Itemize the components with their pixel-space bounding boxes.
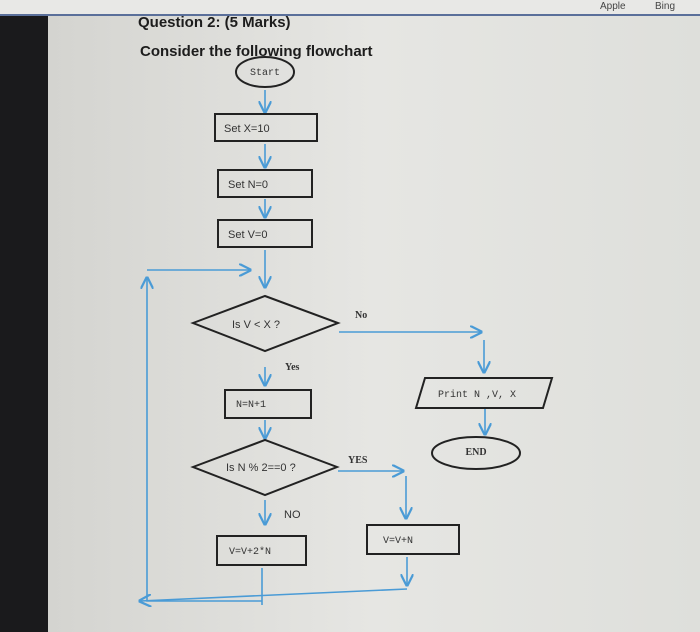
decision-n-even: Is N % 2==0 ?: [190, 438, 340, 497]
bookmark-apple[interactable]: Apple: [600, 1, 626, 12]
yes-label: Yes: [285, 362, 300, 373]
merge-arrow: [140, 588, 408, 601]
svg-text:Set X=10: Set X=10: [224, 123, 270, 135]
svg-text:Is V < X ?: Is V < X ?: [232, 319, 280, 331]
svg-text:V=V+2*N: V=V+2*N: [229, 546, 271, 558]
screen-bezel: [0, 16, 48, 632]
bookmark-bing[interactable]: Bing: [655, 1, 676, 12]
add-n-box: V=V+N: [366, 524, 460, 555]
start-node: Start: [235, 56, 295, 88]
svg-text:Set V=0: Set V=0: [228, 229, 267, 241]
set-n-box: Set N=0: [217, 169, 313, 198]
yes-label-2: YES: [348, 455, 368, 466]
browser-bookmarks-bar: Apple Bing: [0, 0, 700, 16]
svg-text:Is N % 2==0 ?: Is N % 2==0 ?: [226, 462, 296, 474]
question-prompt: Consider the following flowchart: [140, 43, 373, 60]
svg-text:Set N=0: Set N=0: [228, 179, 268, 191]
svg-text:Print N ,V, X: Print N ,V, X: [438, 389, 516, 401]
svg-text:V=V+N: V=V+N: [383, 536, 413, 547]
no-label-2: NO: [284, 509, 301, 521]
svg-text:Start: Start: [250, 68, 280, 79]
end-node: END: [431, 436, 521, 470]
set-x-box: Set X=10: [214, 113, 318, 142]
add-2n-box: V=V+2*N: [216, 535, 307, 566]
print-output: Print N ,V, X: [414, 377, 554, 409]
increment-n-box: N=N+1: [224, 389, 312, 419]
svg-text:N=N+1: N=N+1: [236, 400, 266, 411]
question-title: Question 2: (5 Marks): [138, 14, 291, 31]
decision-v-less-x: Is V < X ?: [190, 294, 341, 353]
svg-text:END: END: [465, 447, 486, 458]
document-page: [48, 16, 700, 632]
set-v-box: Set V=0: [217, 219, 313, 248]
no-label: No: [355, 310, 367, 321]
